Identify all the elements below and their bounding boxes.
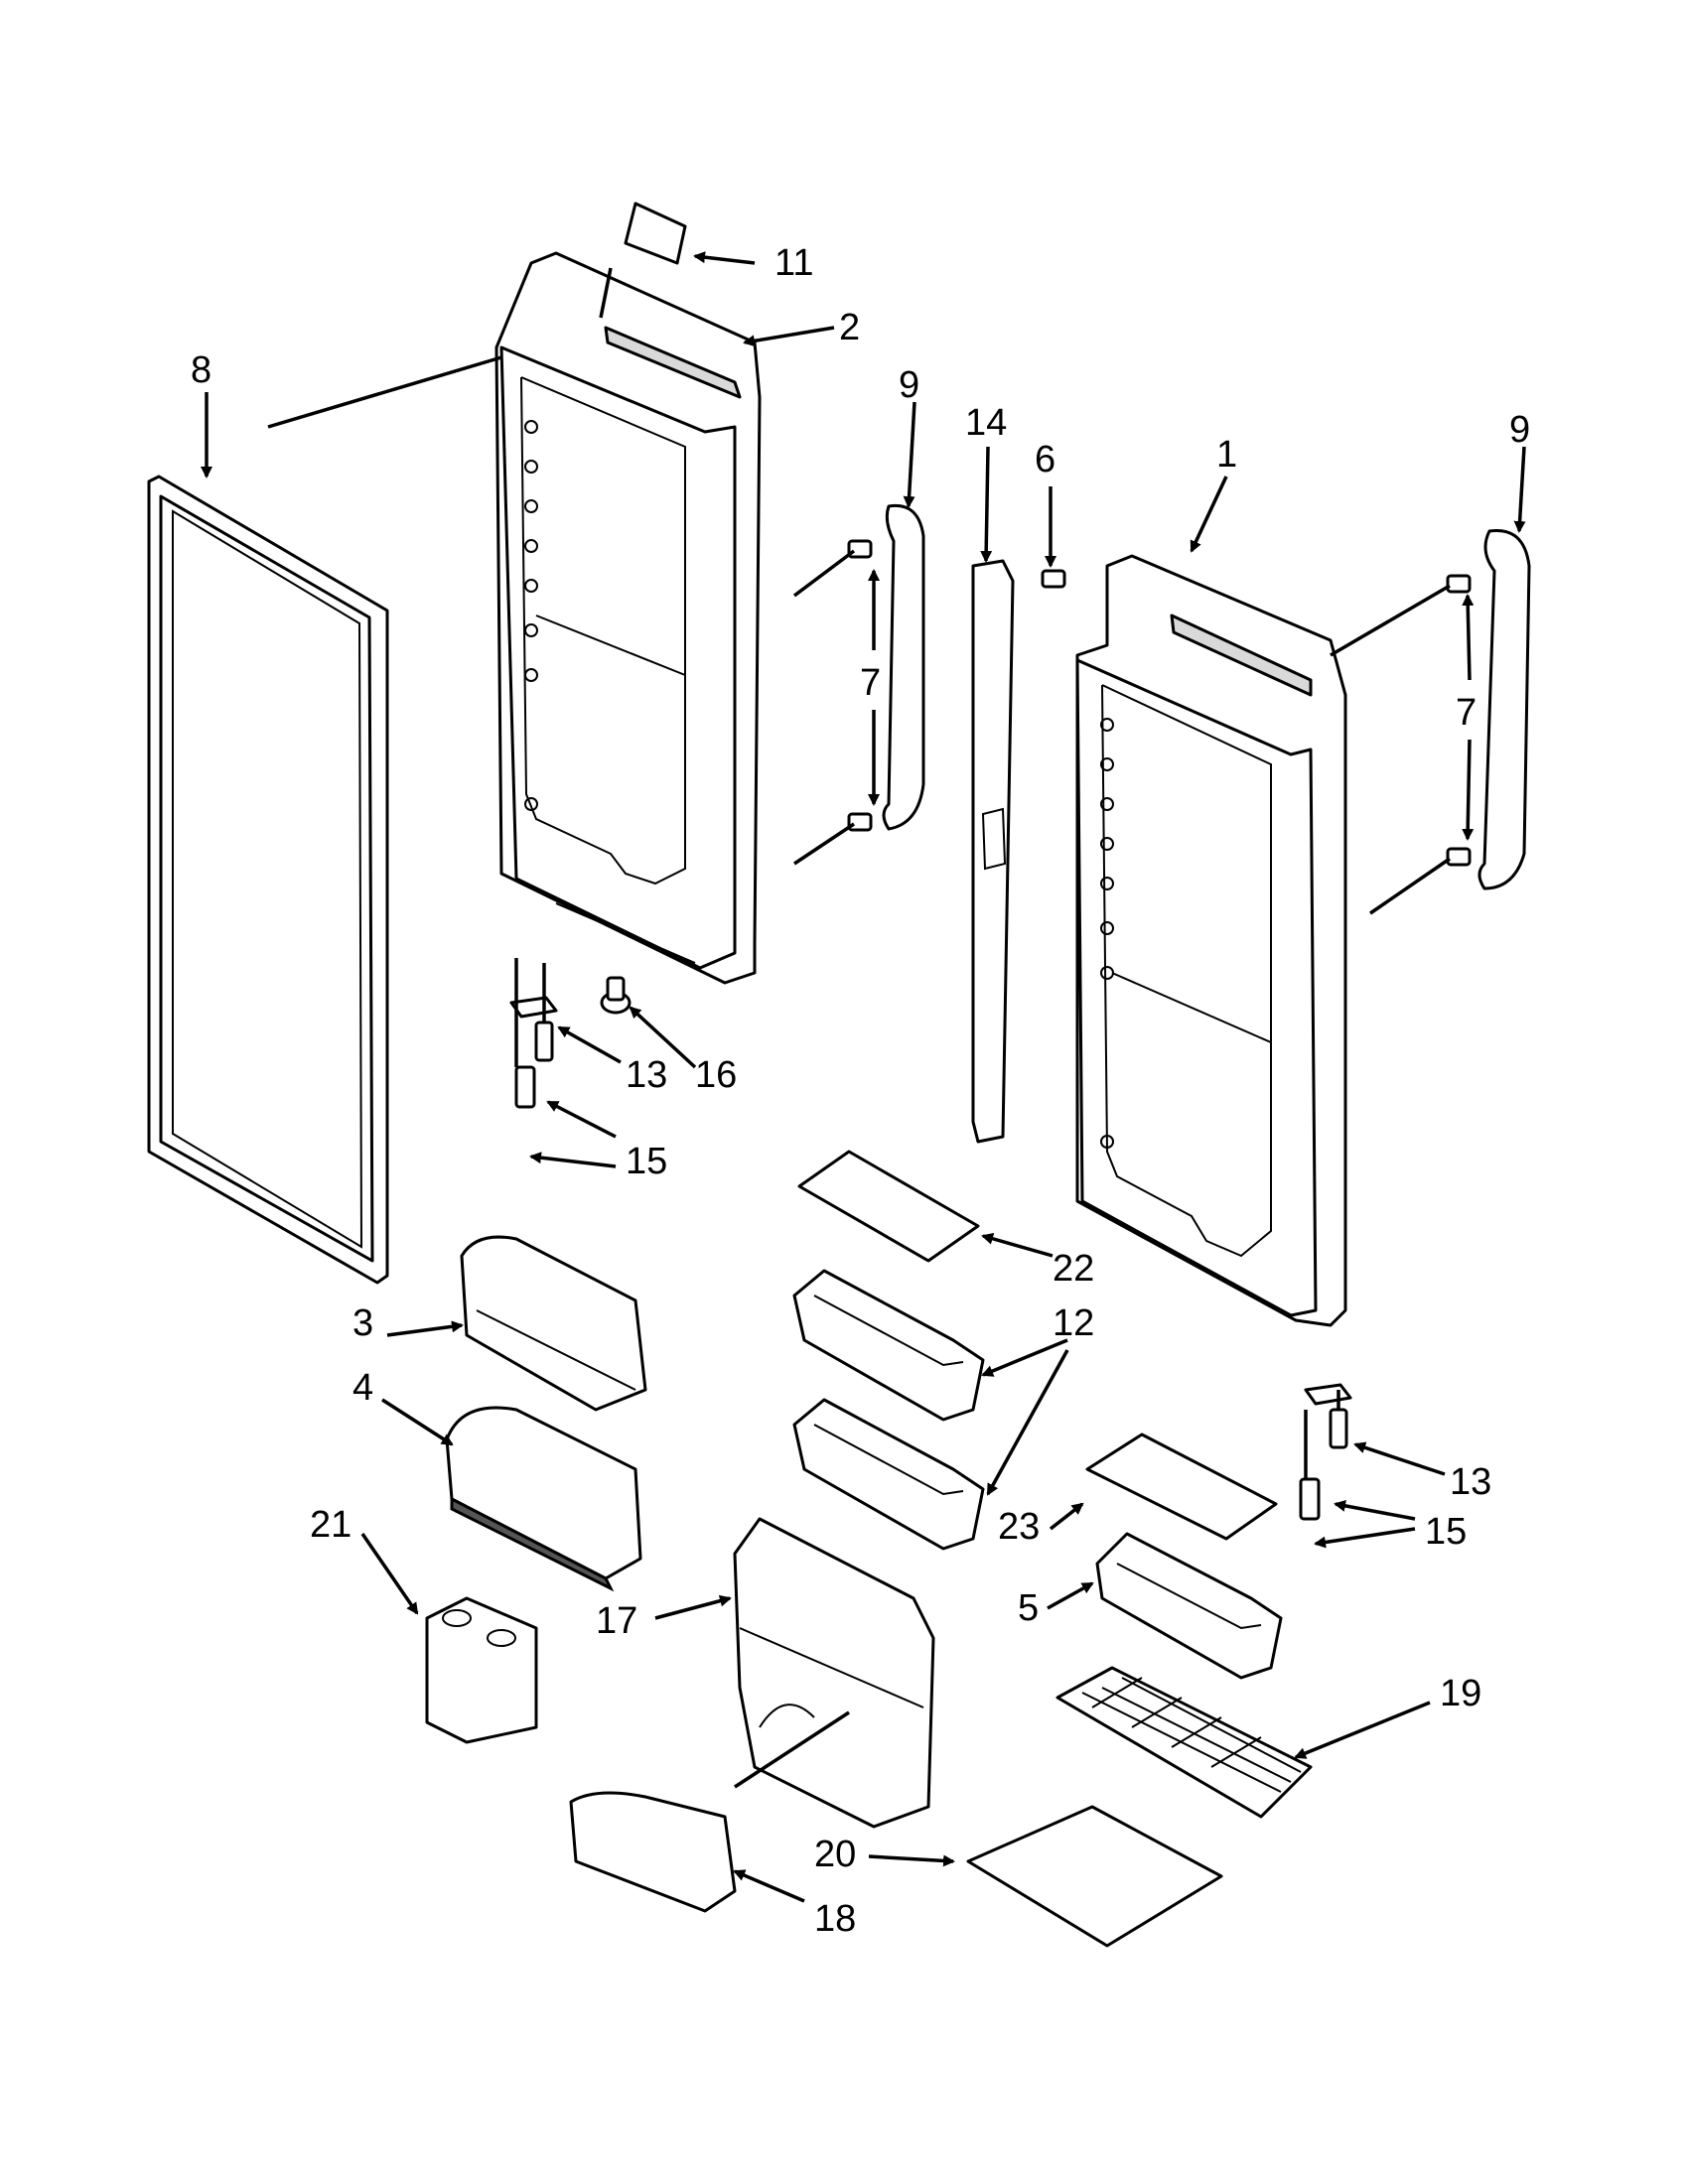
callout-7-right: 7 bbox=[1456, 692, 1477, 734]
explode-lines bbox=[267, 267, 1451, 1789]
part-19-dispenser-grille bbox=[1055, 1666, 1313, 1819]
callout-labels: 11 2 8 9 14 6 1 9 7 7 13 16 15 22 12 3 4… bbox=[191, 242, 1530, 1940]
callout-5: 5 bbox=[1018, 1587, 1039, 1629]
part-2-left-door bbox=[494, 251, 762, 985]
part-6-screw bbox=[1041, 569, 1066, 589]
callout-8: 8 bbox=[191, 349, 211, 391]
callout-4: 4 bbox=[352, 1367, 373, 1409]
part-7-screws bbox=[847, 539, 1472, 867]
part-15-screw-right bbox=[1299, 1477, 1321, 1521]
part-23-bin-cover bbox=[1085, 1433, 1278, 1541]
callout-16: 16 bbox=[695, 1054, 737, 1096]
callout-17: 17 bbox=[596, 1600, 637, 1642]
callout-1: 1 bbox=[1216, 434, 1237, 476]
part-11-label-plate bbox=[624, 202, 687, 265]
callout-7-left: 7 bbox=[860, 662, 881, 704]
callout-15-right: 15 bbox=[1425, 1511, 1467, 1553]
part-4-ice-bin bbox=[445, 1406, 642, 1592]
part-21-ice-cup bbox=[425, 1596, 538, 1744]
callout-15-left: 15 bbox=[626, 1141, 667, 1182]
part-9-handle-right bbox=[1477, 528, 1531, 890]
part-3-ice-bin-cover bbox=[460, 1235, 647, 1412]
callout-2: 2 bbox=[839, 307, 860, 348]
callout-21: 21 bbox=[310, 1504, 352, 1546]
callout-19: 19 bbox=[1440, 1673, 1481, 1714]
callout-6: 6 bbox=[1035, 439, 1055, 480]
callout-18: 18 bbox=[814, 1898, 856, 1940]
callout-3: 3 bbox=[352, 1302, 373, 1344]
callout-20: 20 bbox=[814, 1834, 856, 1875]
callout-9-left: 9 bbox=[899, 364, 919, 406]
part-13-hinge-right bbox=[1304, 1383, 1352, 1449]
callout-13-right: 13 bbox=[1450, 1461, 1491, 1503]
part-14-center-flipper bbox=[971, 559, 1015, 1144]
callout-12: 12 bbox=[1053, 1302, 1094, 1344]
part-9-handle-left bbox=[882, 503, 925, 831]
part-15-screw-left bbox=[514, 1065, 536, 1109]
part-1-right-door bbox=[1075, 554, 1347, 1327]
callout-14: 14 bbox=[965, 402, 1007, 444]
callout-arrows bbox=[201, 251, 1526, 1903]
part-12-door-bin-upper bbox=[792, 1269, 985, 1422]
part-5-door-bin bbox=[1095, 1532, 1283, 1680]
callout-11: 11 bbox=[774, 242, 813, 284]
part-22-bin-cover bbox=[797, 1150, 980, 1263]
callout-13-left: 13 bbox=[626, 1054, 667, 1096]
callout-23: 23 bbox=[998, 1506, 1040, 1548]
part-20-tray-cover bbox=[966, 1805, 1223, 1948]
part-16-bushing bbox=[600, 976, 632, 1015]
callout-22: 22 bbox=[1053, 1248, 1094, 1290]
part-12-door-bin-lower bbox=[792, 1398, 985, 1551]
part-17-dispenser-housing bbox=[733, 1517, 935, 1829]
part-8-door-gasket bbox=[147, 475, 389, 1285]
callout-9-right: 9 bbox=[1509, 409, 1530, 451]
part-18-drip-tray bbox=[569, 1791, 737, 1913]
